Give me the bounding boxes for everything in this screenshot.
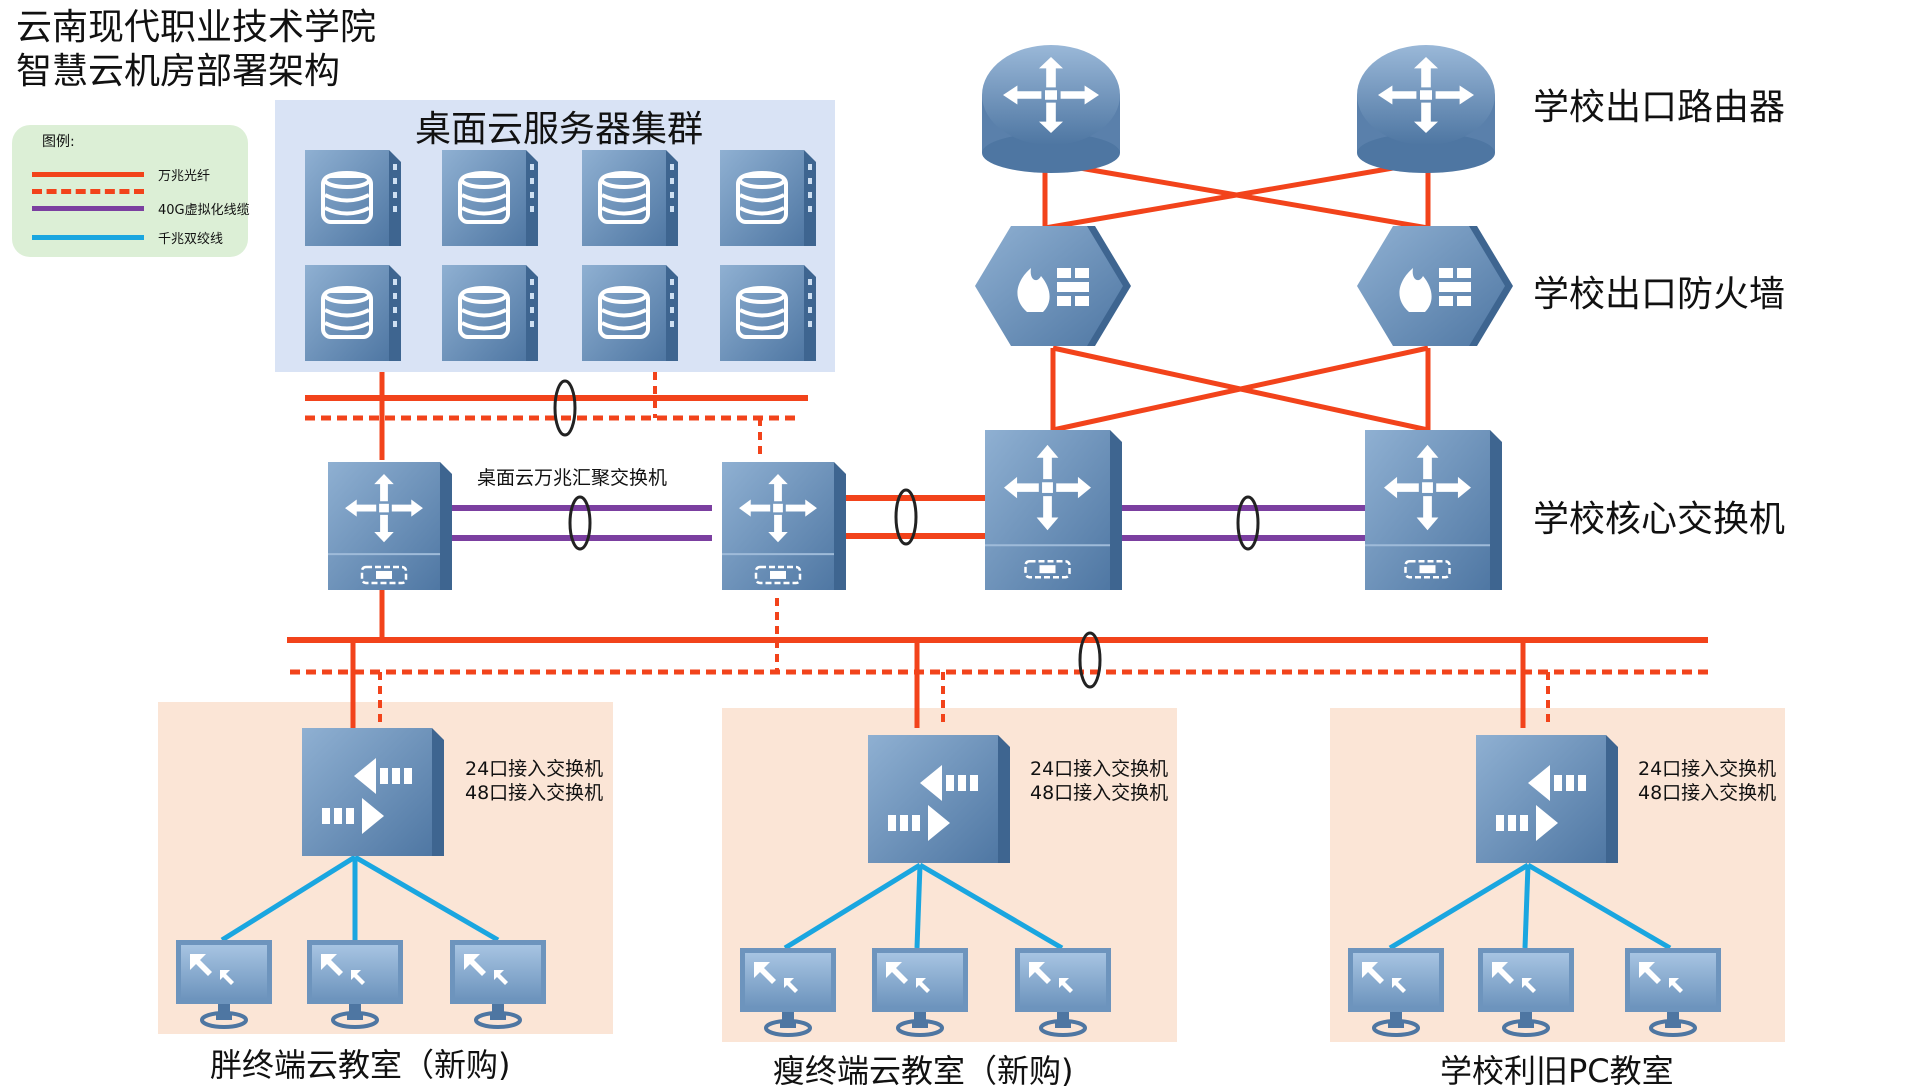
access-switch-24-label-2: 24口接入交换机 bbox=[1030, 758, 1169, 780]
legend-label-twisted-pair: 千兆双绞线 bbox=[158, 232, 224, 247]
classroom-name-3: 学校利旧PC教室 bbox=[1440, 1052, 1674, 1090]
monitor-terminal-icon bbox=[740, 948, 836, 1037]
monitor-terminal-icon bbox=[1478, 948, 1574, 1037]
monitor-terminal-icon bbox=[1348, 948, 1444, 1037]
legend-item-virtual-cable: 40G虚拟化线缆 bbox=[32, 197, 250, 218]
firewall-icon bbox=[1357, 226, 1513, 346]
diagram-title-line1: 云南现代职业技术学院 bbox=[16, 7, 377, 48]
database-server-icon bbox=[442, 265, 538, 361]
legend-item-fiber: 万兆光纤 bbox=[32, 163, 242, 184]
router-firewall-links bbox=[1042, 159, 1431, 231]
diagram-title-line2: 智慧云机房部署架构 bbox=[16, 51, 341, 92]
core-switch-icon bbox=[1365, 430, 1502, 590]
legend-item-twisted-pair: 千兆双绞线 bbox=[32, 226, 242, 247]
access-switch-24-label-3: 24口接入交换机 bbox=[1638, 758, 1777, 780]
classroom-name-1: 胖终端云教室（新购) bbox=[210, 1046, 511, 1084]
access-switch-48-label-2: 48口接入交换机 bbox=[1030, 782, 1169, 804]
twisted-pair-links bbox=[220, 854, 1672, 951]
monitor-terminal-icon bbox=[872, 948, 968, 1037]
legend-label-virtual-cable: 40G虚拟化线缆 bbox=[158, 203, 250, 218]
database-server-icon bbox=[305, 150, 401, 246]
monitor-terminal-icon bbox=[176, 940, 272, 1029]
monitor-terminal-icon bbox=[1625, 948, 1721, 1037]
legend-swatch-fiber bbox=[32, 172, 144, 177]
aggregation-links bbox=[440, 488, 1370, 551]
firewall-label: 学校出口防火墙 bbox=[1533, 274, 1786, 315]
legend-swatch-fiber-dashed bbox=[32, 189, 144, 194]
firewall-core-links bbox=[1050, 345, 1431, 433]
monitor-terminal-icon bbox=[450, 940, 546, 1029]
database-server-icon bbox=[720, 150, 816, 246]
access-switch-48-label-3: 48口接入交换机 bbox=[1638, 782, 1777, 804]
router-icon bbox=[982, 45, 1120, 173]
bundle-marker bbox=[553, 379, 577, 437]
access-bus bbox=[287, 590, 1712, 728]
access-switch-icon bbox=[868, 735, 1010, 863]
server-cluster-label: 桌面云服务器集群 bbox=[415, 109, 704, 150]
server-bus bbox=[305, 372, 808, 460]
monitor-terminal-icon bbox=[1015, 948, 1111, 1037]
monitor-terminal-icon bbox=[307, 940, 403, 1029]
database-server-icon bbox=[582, 265, 678, 361]
database-server-icon bbox=[305, 265, 401, 361]
access-switch-48-label-1: 48口接入交换机 bbox=[465, 782, 604, 804]
firewall-icon bbox=[975, 226, 1131, 346]
database-server-icon bbox=[720, 265, 816, 361]
legend-swatch-twisted-pair bbox=[32, 235, 144, 240]
access-switch-icon bbox=[1476, 735, 1618, 863]
legend: 图例: 万兆光纤 40G虚拟化线缆 千兆双绞线 bbox=[12, 125, 250, 257]
core-switch-label: 学校核心交换机 bbox=[1533, 499, 1786, 540]
aggregation-switch-label: 桌面云万兆汇聚交换机 bbox=[477, 467, 668, 489]
classroom-name-2: 瘦终端云教室（新购) bbox=[773, 1052, 1074, 1090]
router-label: 学校出口路由器 bbox=[1533, 87, 1786, 128]
legend-label-fiber: 万兆光纤 bbox=[158, 169, 211, 184]
router-icon bbox=[1357, 45, 1495, 173]
aggregation-switch-icon bbox=[722, 462, 846, 590]
access-switch-icon bbox=[302, 728, 444, 856]
aggregation-switch-icon bbox=[328, 462, 452, 590]
legend-item-fiber-dashed bbox=[32, 180, 242, 200]
legend-swatch-virtual-cable bbox=[32, 206, 144, 211]
database-server-icon bbox=[442, 150, 538, 246]
core-switch-icon bbox=[985, 430, 1122, 590]
database-server-icon bbox=[582, 150, 678, 246]
access-switch-24-label-1: 24口接入交换机 bbox=[465, 758, 604, 780]
legend-title: 图例: bbox=[42, 134, 75, 150]
